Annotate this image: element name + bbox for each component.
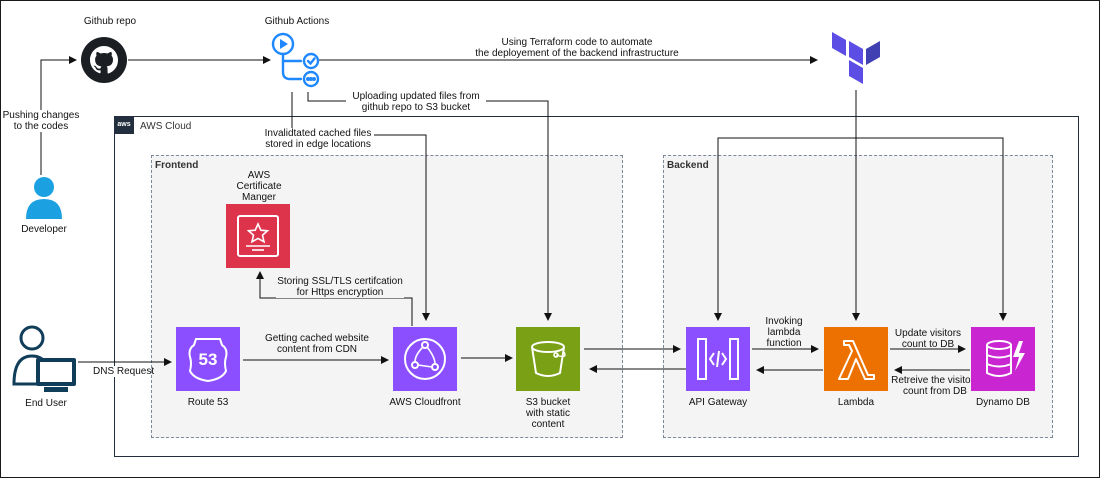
aws-logo-icon: aws [114, 116, 134, 134]
developer-label: Developer [21, 224, 67, 235]
certificate-manager-icon [226, 204, 290, 268]
github-actions-label: Github Actions [264, 16, 330, 27]
terraform-icon [830, 30, 882, 88]
api-gateway-icon [686, 327, 750, 391]
dynamodb-label: Dynamo DB [976, 397, 1030, 408]
aws-cloud-group [114, 116, 1079, 457]
cloudfront-label: AWS Cloudfront [389, 397, 461, 408]
github-icon [80, 36, 128, 84]
developer-icon [24, 175, 64, 219]
api-gateway-label: API Gateway [688, 397, 748, 408]
lambda-label: Lambda [837, 397, 875, 408]
s3-bucket-icon [516, 327, 580, 391]
github-repo-label: Github repo [83, 16, 137, 27]
end-user-icon [10, 324, 78, 394]
push-connector [40, 56, 77, 175]
terraform-to-apigw-connector [714, 137, 856, 321]
lambda-icon [824, 327, 888, 391]
route53-label: Route 53 [187, 397, 229, 408]
frontend-label: Frontend [155, 160, 199, 171]
aws-cloud-label: AWS Cloud [140, 121, 192, 132]
end-user-label: End User [25, 398, 67, 409]
dynamodb-icon [971, 327, 1035, 391]
dns-request-label: DNS Request [93, 366, 155, 377]
github-actions-icon [268, 30, 324, 92]
terraform-to-dynamo-connector [856, 137, 1007, 321]
route53-badge: 53 [198, 350, 218, 369]
route53-icon: 53 [176, 327, 240, 391]
backend-label: Backend [667, 160, 709, 171]
cloudfront-icon [393, 327, 457, 391]
ssl-connector [256, 271, 413, 326]
